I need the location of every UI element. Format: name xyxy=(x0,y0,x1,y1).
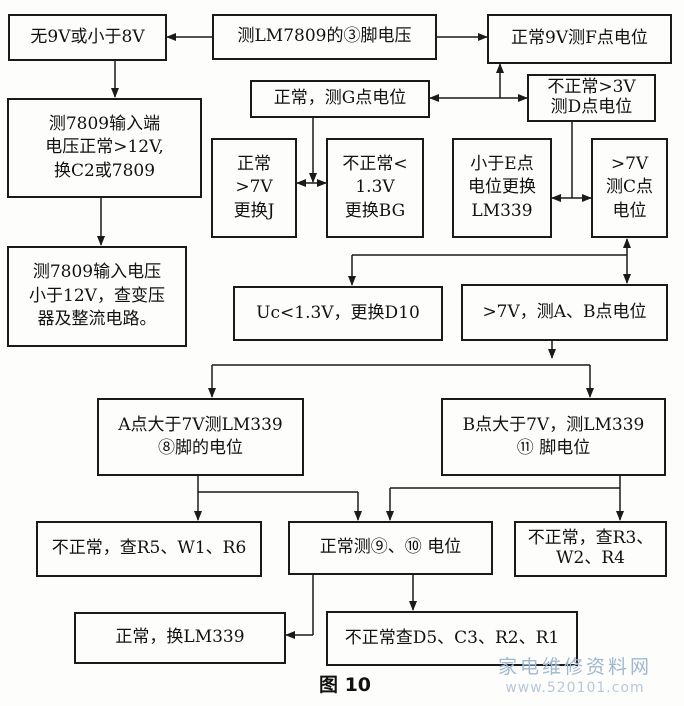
abnormal-d-line2: 测D点电位 xyxy=(550,97,633,117)
b-point-node: B点大于7V，测LM339 ⑪ 脚电位 xyxy=(441,398,666,476)
input-ok-node: 测7809输入端 电压正常>12V, 换C2或7809 xyxy=(7,98,202,198)
ab-node: >7V，测A、B点电位 xyxy=(461,284,668,341)
input-low-node: 测7809输入电压 小于12V，查变压 器及整流电路。 xyxy=(7,246,187,347)
c-point-line3: 电位 xyxy=(612,200,647,221)
input-low-line2: 小于12V，查变压 xyxy=(29,285,165,306)
start-label: 测LM7809的③脚电压 xyxy=(237,26,412,47)
replace-lm339-node: 正常，换LM339 xyxy=(74,612,286,664)
d5-node: 不正常查D5、C3、R2、R1 xyxy=(326,611,578,666)
a-point-node: A点大于7V测LM339 ⑧脚的电位 xyxy=(97,398,304,476)
no9v-label: 无9V或小于8V xyxy=(30,26,145,47)
replace-lm339-label: 正常，换LM339 xyxy=(115,627,245,648)
input-ok-line3: 换C2或7809 xyxy=(53,160,156,181)
g-normal-line3: 更换J xyxy=(233,200,275,221)
uc-label: Uc<1.3V，更换D10 xyxy=(256,302,420,323)
b-point-line1: B点大于7V，测LM339 xyxy=(462,414,645,435)
p910-label: 正常测⑨、⑩ 电位 xyxy=(319,537,462,558)
r3-node: 不正常，查R3、 W2、R4 xyxy=(514,521,667,577)
g-normal-line1: 正常 xyxy=(237,153,271,174)
g-abnormal-line2: 1.3V xyxy=(355,177,395,198)
abnormal-d-line1: 不正常>3V xyxy=(547,77,636,98)
input-ok-line1: 测7809输入端 xyxy=(48,113,161,134)
input-low-line3: 器及整流电路。 xyxy=(37,309,157,330)
b-point-line2: ⑪ 脚电位 xyxy=(516,438,591,458)
watermark-text: 家电维修资料网 xyxy=(497,656,652,678)
no9v-node: 无9V或小于8V xyxy=(8,14,167,61)
figure-caption: 图 10 xyxy=(318,674,372,696)
uc-node: Uc<1.3V，更换D10 xyxy=(233,286,443,341)
g-normal-line2: >7V xyxy=(235,177,273,198)
watermark-url: www.520101.com xyxy=(505,680,645,696)
c-point-line1: >7V xyxy=(610,153,649,174)
r5-node: 不正常，查R5、W1、R6 xyxy=(36,521,262,577)
normal-g-node: 正常，测G点电位 xyxy=(250,80,430,118)
p910-node: 正常测⑨、⑩ 电位 xyxy=(288,521,493,575)
less-than-e-node: 小于E点 电位更换 LM339 xyxy=(452,138,552,238)
a-point-line1: A点大于7V测LM339 xyxy=(118,414,283,435)
input-ok-line2: 电压正常>12V, xyxy=(45,137,164,158)
c-point-line2: 测C点 xyxy=(605,177,653,198)
start-node: 测LM7809的③脚电压 xyxy=(212,14,437,60)
d5-label: 不正常查D5、C3、R2、R1 xyxy=(344,627,560,648)
g-abnormal-line3: 更换BG xyxy=(344,200,406,221)
g-abnormal-line1: 不正常< xyxy=(342,153,408,174)
c-point-node: >7V 测C点 电位 xyxy=(591,138,668,238)
g-normal-node: 正常 >7V 更换J xyxy=(211,138,297,238)
r3-line2: W2、R4 xyxy=(556,548,625,568)
r5-label: 不正常，查R5、W1、R6 xyxy=(51,538,247,559)
normal-g-label: 正常，测G点电位 xyxy=(273,88,407,109)
less-than-e-line3: LM339 xyxy=(471,200,533,221)
less-than-e-line2: 电位更换 xyxy=(468,177,536,198)
normal9v-label: 正常9V测F点电位 xyxy=(511,28,648,49)
abnormal-d-node: 不正常>3V 测D点电位 xyxy=(527,74,656,122)
less-than-e-line1: 小于E点 xyxy=(470,153,534,174)
input-low-line1: 测7809输入电压 xyxy=(32,262,162,283)
normal9v-node: 正常9V测F点电位 xyxy=(487,14,672,64)
ab-label: >7V，测A、B点电位 xyxy=(482,301,647,322)
a-point-line2: ⑧脚的电位 xyxy=(158,438,243,458)
g-abnormal-node: 不正常< 1.3V 更换BG xyxy=(326,138,424,238)
r3-line1: 不正常，查R3、 xyxy=(527,528,654,549)
